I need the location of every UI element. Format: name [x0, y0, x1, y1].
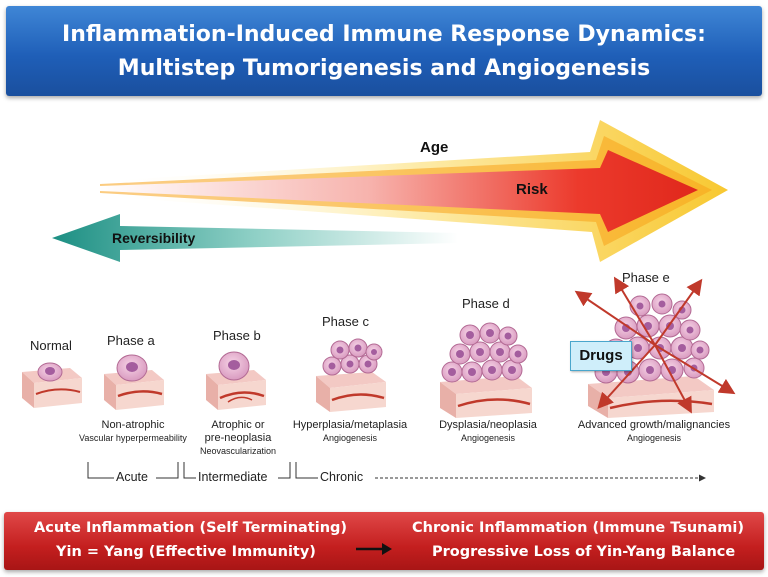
- timeline-intermediate: Intermediate: [196, 470, 270, 484]
- right-arrow-icon: [356, 543, 392, 555]
- tissue-phase-c: [316, 338, 386, 412]
- phase-label-c: Phase c: [322, 314, 369, 329]
- desc-phase-b: Atrophic or pre-neoplasia Neovasculariza…: [192, 419, 284, 457]
- desc-phase-e: Advanced growth/malignancies Angiogenesi…: [566, 419, 742, 444]
- desc-phase-b-main: Atrophic or: [211, 419, 265, 431]
- risk-label: Risk: [516, 181, 548, 198]
- desc-phase-b-main2: pre-neoplasia: [204, 432, 272, 444]
- metastasis-arrows: [574, 276, 736, 414]
- tissue-normal: [22, 362, 82, 408]
- reversibility-label: Reversibility: [112, 230, 195, 246]
- bottom-right-line-1: Chronic Inflammation (Immune Tsunami): [412, 520, 744, 536]
- tissue-phase-a: [104, 354, 164, 410]
- desc-phase-a: Non-atrophic Vascular hyperpermeability: [68, 419, 198, 444]
- bottom-left-line-1: Acute Inflammation (Self Terminating): [34, 520, 348, 536]
- title-banner: Inflammation-Induced Immune Response Dyn…: [6, 6, 762, 96]
- tissue-phase-d: [440, 322, 532, 418]
- phase-label-e: Phase e: [622, 270, 670, 285]
- desc-phase-d-sub: Angiogenesis: [460, 433, 516, 443]
- phase-label-a: Phase a: [107, 333, 155, 348]
- bottom-banner: Acute Inflammation (Self Terminating) Yi…: [4, 512, 764, 570]
- reversibility-arrow: [52, 214, 458, 262]
- timeline: [87, 462, 706, 482]
- desc-phase-a-main: Non-atrophic: [101, 419, 165, 431]
- desc-phase-b-sub: Neovascularization: [199, 446, 277, 456]
- desc-phase-d-main: Dysplasia/neoplasia: [439, 419, 537, 431]
- tissue-phase-b: [206, 351, 266, 410]
- desc-phase-e-main: Advanced growth/malignancies: [577, 419, 731, 431]
- bottom-right-line-2: Progressive Loss of Yin-Yang Balance: [432, 544, 736, 560]
- drugs-box: Drugs: [570, 341, 632, 371]
- desc-phase-d: Dysplasia/neoplasia Angiogenesis: [428, 419, 548, 444]
- phase-label-normal: Normal: [30, 338, 72, 353]
- desc-phase-c-main: Hyperplasia/metaplasia: [292, 419, 408, 431]
- bottom-left-line-2: Yin = Yang (Effective Immunity): [56, 544, 316, 560]
- age-label: Age: [420, 139, 448, 156]
- risk-arrow: [100, 120, 728, 262]
- title-line-1: Inflammation-Induced Immune Response Dyn…: [62, 22, 706, 47]
- title-line-2: Multistep Tumorigenesis and Angiogenesis: [117, 56, 651, 81]
- timeline-chronic: Chronic: [318, 470, 366, 484]
- phase-label-b: Phase b: [213, 328, 261, 343]
- phase-label-d: Phase d: [462, 296, 510, 311]
- desc-phase-c-sub: Angiogenesis: [322, 433, 378, 443]
- timeline-acute: Acute: [114, 470, 150, 484]
- desc-phase-e-sub: Angiogenesis: [626, 433, 682, 443]
- desc-phase-a-sub: Vascular hyperpermeability: [79, 433, 187, 443]
- desc-phase-c: Hyperplasia/metaplasia Angiogenesis: [285, 419, 415, 444]
